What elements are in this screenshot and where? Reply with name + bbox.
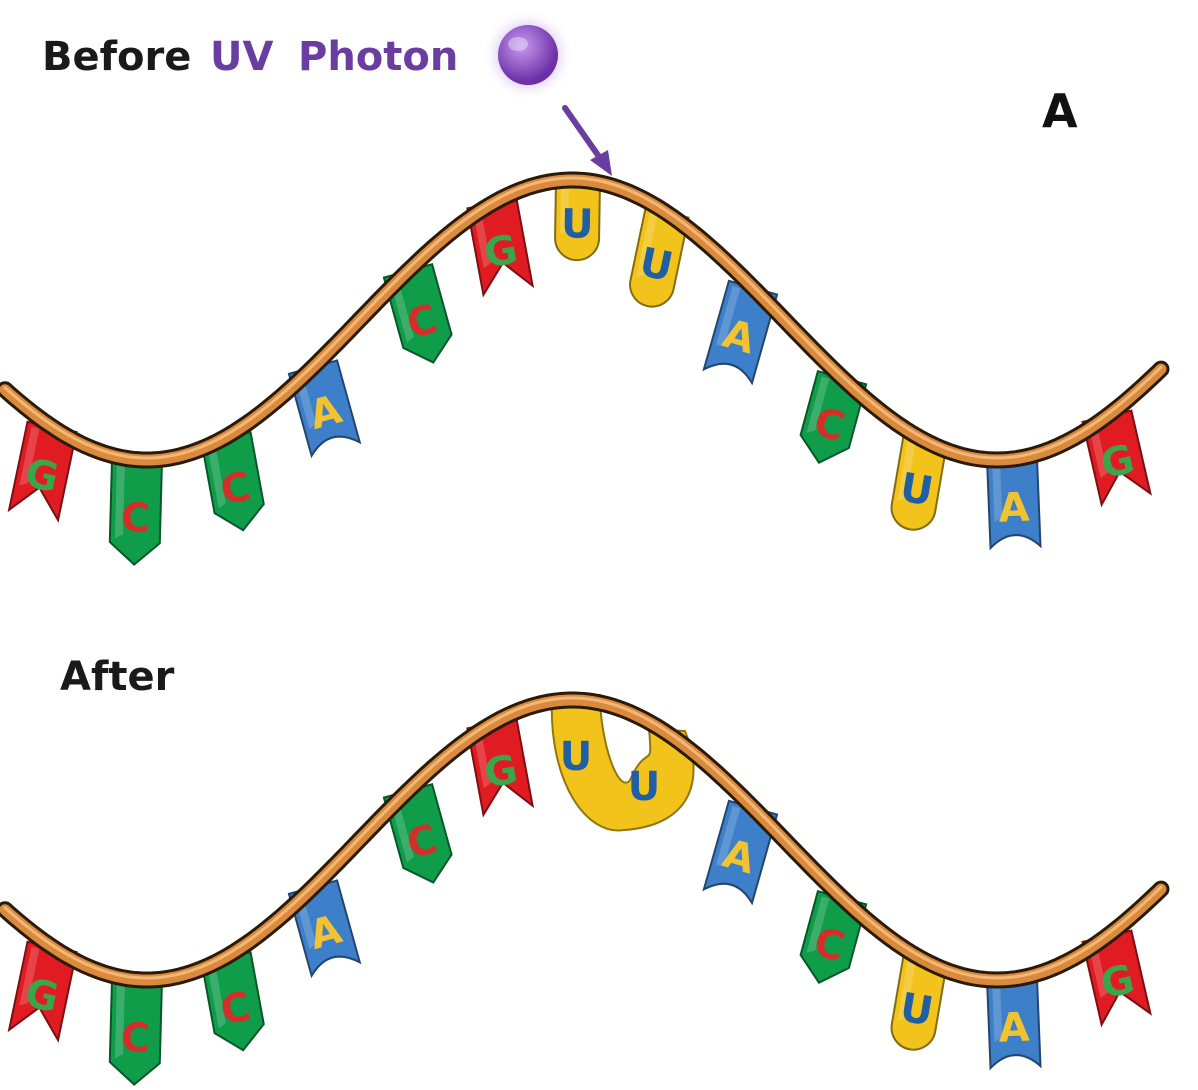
base-U-11: U [890,955,948,1051]
base-A-12: A [985,977,1042,1071]
before-label: Before [42,34,191,80]
base-G-13: G [1081,409,1152,508]
base-U-7: U [554,178,602,262]
base-G-6: G [466,718,535,818]
base-U-8: U [629,207,690,308]
base-G-1: G [7,940,78,1043]
base-letter: U [897,985,937,1036]
rna-backbone [0,171,1170,469]
uracil-dimer: UU [550,694,695,832]
base-letter: U [628,764,660,810]
base-G-1: G [7,420,78,523]
base-letter: U [560,734,592,780]
base-C-3: C [200,951,265,1052]
base-C-2: C [108,457,164,566]
after-label: After [60,654,175,700]
rna-backbone [0,691,1170,989]
base-A-9: A [702,279,779,386]
uv-label: UV [210,34,273,80]
base-A-9: A [702,799,779,906]
base-C-2: C [108,977,164,1086]
base-letter: A [998,1005,1031,1052]
base-G-13: G [1081,929,1152,1028]
base-letter: U [897,465,937,516]
base-letter: C [120,495,151,542]
photon-label: Photon [298,34,458,80]
photon-arrow [562,105,612,176]
base-A-12: A [985,457,1042,551]
base-U-11: U [890,435,948,531]
base-letter: U [561,201,594,248]
base-letter: A [998,485,1031,532]
panel-letter: A [1042,84,1078,138]
uv-photon [482,9,574,101]
base-letter: C [120,1015,151,1062]
